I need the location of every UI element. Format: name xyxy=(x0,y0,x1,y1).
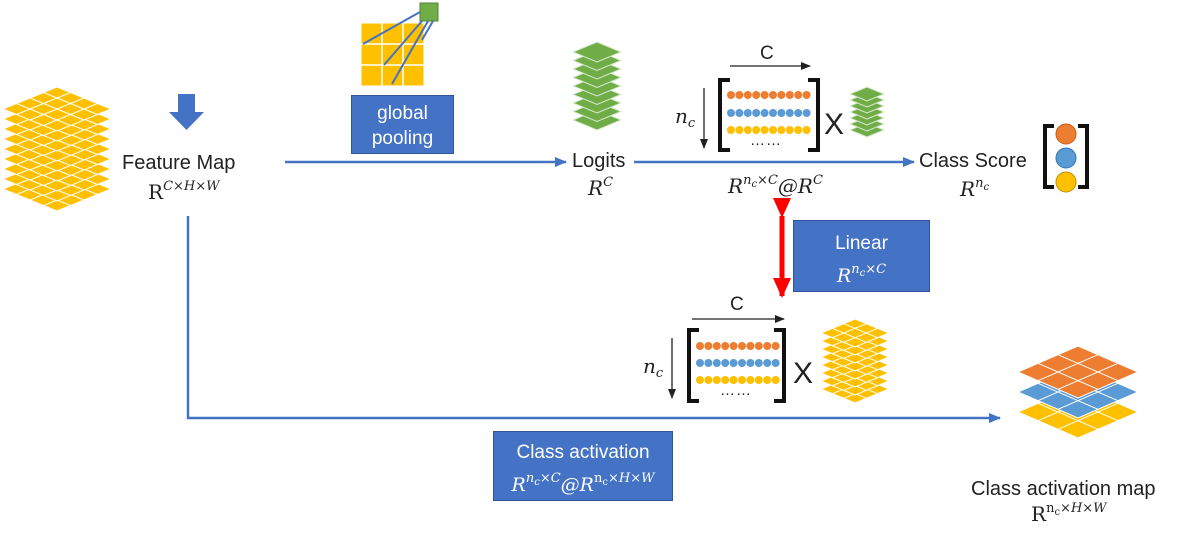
top-formula-a-sup-rest: ×C xyxy=(757,173,778,188)
linear-sup-sub: c xyxy=(859,268,866,279)
global-pooling-box: global pooling xyxy=(351,95,454,154)
top-multiply-sign: X xyxy=(824,108,845,141)
class-activation-formula: Rnc×C@Rnc×H×W xyxy=(494,466,672,498)
linear-base: R xyxy=(836,265,852,287)
class-activation-map-shape: Rnc×H×W xyxy=(1031,502,1107,524)
ca-a-sup-sub: c xyxy=(534,477,540,488)
pooling-line-2: pooling xyxy=(371,128,434,149)
logits-shape-sup: C xyxy=(603,175,614,190)
ca-b: R xyxy=(579,474,594,496)
cam-sup-sub: c xyxy=(1054,507,1061,518)
linear-shape: Rnc×C xyxy=(794,257,929,289)
top-formula-b-sup: C xyxy=(812,173,823,188)
small-feature-stack-icon xyxy=(819,318,891,404)
logits-shape: RC xyxy=(588,176,613,198)
linear-sup-rest: ×C xyxy=(865,262,887,277)
score-dot-blue xyxy=(1055,147,1077,169)
down-arrow-icon xyxy=(169,94,204,130)
class-activation-map-label: Class activation map xyxy=(971,478,1156,500)
bottom-matrix-row-sub: c xyxy=(655,366,664,381)
top-matrix-formula: Rnc×C@RC xyxy=(728,174,823,196)
top-formula-a-sup-n: n xyxy=(743,173,752,188)
class-score-sup-sub: c xyxy=(983,182,990,193)
top-matrix-row-label: nc xyxy=(675,106,695,130)
small-logits-stack-icon xyxy=(848,86,886,138)
score-dot-yellow xyxy=(1055,171,1077,193)
bottom-matrix-ellipsis: …… xyxy=(720,382,752,399)
feature-map-shape-sup: C×H×W xyxy=(163,179,220,194)
bottom-matrix-row-base: n xyxy=(643,354,656,378)
class-score-base: R xyxy=(960,177,976,201)
top-formula-b: R xyxy=(797,174,813,198)
top-weight-matrix xyxy=(700,62,820,152)
top-matrix-row-sub: c xyxy=(687,116,696,131)
class-score-label: Class Score xyxy=(919,150,1027,172)
logits-stack-icon xyxy=(571,41,623,131)
top-matrix-ellipsis: …… xyxy=(750,132,782,149)
feature-map-label: Feature Map xyxy=(122,152,236,174)
score-dot-orange xyxy=(1055,123,1077,145)
cam-sup-rest: ×H×W xyxy=(1060,501,1107,516)
feature-map-stack-icon xyxy=(1,86,113,212)
linear-box: Linear Rnc×C xyxy=(793,220,930,292)
pooling-line-1: global xyxy=(377,103,428,124)
feature-map-shape-base: R xyxy=(148,180,164,204)
ca-at: @ xyxy=(560,474,580,496)
pooling-grid-icon xyxy=(360,2,439,87)
logits-label: Logits xyxy=(572,150,626,172)
class-activation-map-icon xyxy=(1016,345,1140,439)
top-matrix-col-label: C xyxy=(760,43,774,64)
top-matrix-row-base: n xyxy=(675,104,688,128)
ca-b-sup-n: n xyxy=(593,471,603,486)
cam-base: R xyxy=(1031,502,1047,526)
top-formula-at: @ xyxy=(777,174,798,198)
class-activation-box: Class activation Rnc×C@Rnc×H×W xyxy=(493,431,673,501)
top-formula-a-sup-sub: c xyxy=(751,179,758,190)
bottom-matrix-col-label: C xyxy=(730,294,744,315)
arrow-feature-to-activation-map xyxy=(186,216,1001,423)
top-formula-a: R xyxy=(728,174,744,198)
linear-sup-n: n xyxy=(851,262,860,277)
bottom-weight-matrix xyxy=(668,315,786,403)
feature-map-shape: RC×H×W xyxy=(148,180,220,202)
ca-a: R xyxy=(511,474,526,496)
class-score-vector xyxy=(1043,123,1089,193)
linear-title: Linear xyxy=(835,233,888,254)
logits-shape-base: R xyxy=(588,176,604,200)
bottom-matrix-row-label: nc xyxy=(643,356,663,380)
bottom-multiply-sign: X xyxy=(793,357,814,390)
cam-sup-n: n xyxy=(1046,501,1055,516)
class-score-sup-n: n xyxy=(975,176,984,191)
ca-b-sup-sub: c xyxy=(602,477,608,488)
ca-a-sup-rest: ×C xyxy=(539,471,561,486)
class-score-shape: Rnc xyxy=(960,177,989,199)
ca-a-sup-n: n xyxy=(525,471,535,486)
ca-b-sup-rest: ×H×W xyxy=(607,471,655,486)
class-activation-title: Class activation xyxy=(516,442,650,463)
